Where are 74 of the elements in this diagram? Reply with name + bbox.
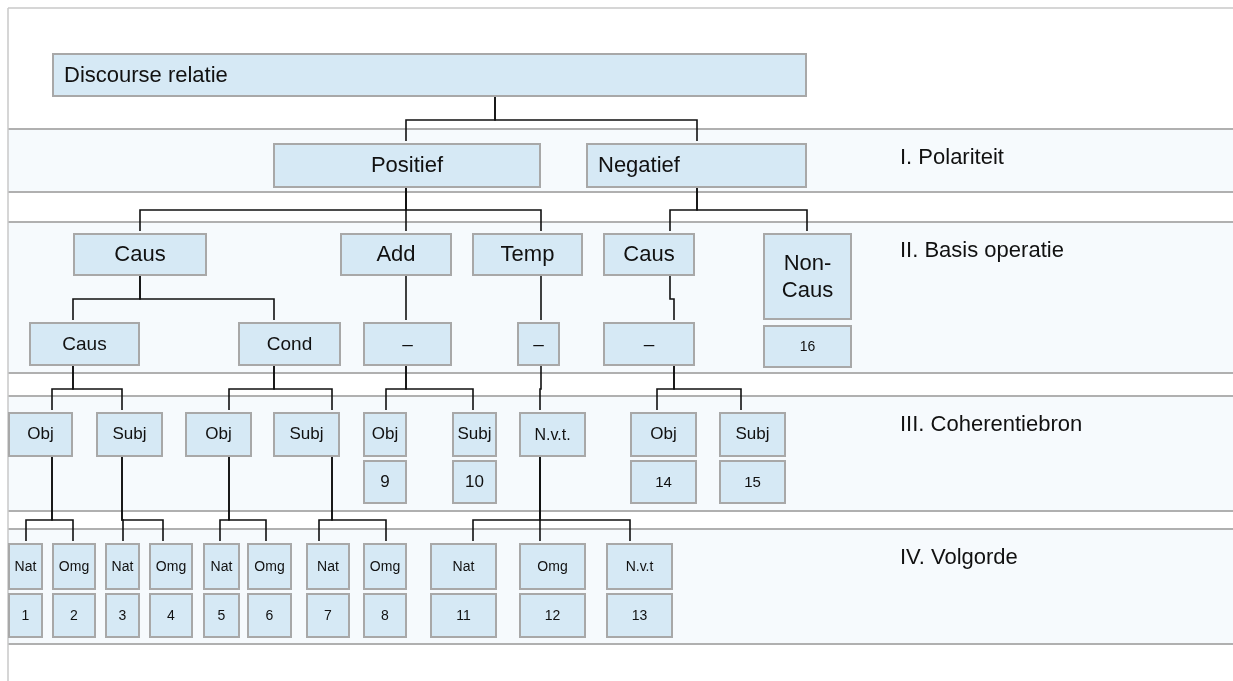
category-box: 16 [763,325,852,368]
category-box: Temp [472,233,583,276]
category-box: 15 [719,460,786,504]
category-box: 5 [203,593,240,638]
category-box: – [603,322,695,366]
category-box: 4 [149,593,193,638]
category-box: Cond [238,322,341,366]
level-band [8,128,1233,193]
level-label: III. Coherentiebron [900,411,1083,437]
connector-line [405,273,407,321]
category-box: Obj [8,412,73,457]
category-box: Obj [363,412,407,457]
category-box: 6 [247,593,292,638]
connector-line [539,454,631,542]
category-box: Omg [247,543,292,590]
connector-line [51,454,74,542]
connector-line [121,454,164,542]
category-box: Obj [630,412,697,457]
category-box: Omg [363,543,407,590]
connector-line [273,363,333,411]
connector-line [228,454,267,542]
connector-line [494,96,698,142]
category-box: 2 [52,593,96,638]
connector-line [331,454,387,542]
connector-line [540,273,542,321]
category-box: 1 [8,593,43,638]
category-box: 9 [363,460,407,504]
category-box: Negatief [586,143,807,188]
connector-line [405,185,542,232]
category-box: Add [340,233,452,276]
category-box: Caus [29,322,140,366]
category-box: – [363,322,452,366]
category-box: Nat [203,543,240,590]
category-box: Caus [603,233,695,276]
category-box: 13 [606,593,673,638]
category-box: Subj [273,412,340,457]
category-box: Subj [452,412,497,457]
category-box: 14 [630,460,697,504]
category-box: 8 [363,593,407,638]
category-box: Subj [96,412,163,457]
category-box: 11 [430,593,497,638]
level-band [8,528,1233,645]
category-box: 12 [519,593,586,638]
connector-line [669,273,675,321]
level-band [8,221,1233,374]
category-box: 7 [306,593,350,638]
category-box: Nat [105,543,140,590]
category-box: Non-Caus [763,233,852,320]
category-box: Nat [430,543,497,590]
category-box: N.v.t [606,543,673,590]
category-box: N.v.t. [519,412,586,457]
category-box: Nat [306,543,350,590]
category-box: Omg [149,543,193,590]
category-box: – [517,322,560,366]
category-box: Caus [73,233,207,276]
connector-line [405,363,474,411]
connector-line [139,273,275,321]
category-box: 10 [452,460,497,504]
category-box: Obj [185,412,252,457]
connector-line [539,363,542,411]
level-label: II. Basis operatie [900,237,1064,263]
category-box: Omg [519,543,586,590]
connector-line [696,185,808,232]
level-band [8,395,1233,512]
level-label: IV. Volgorde [900,544,1018,570]
category-box: Discourse relatie [52,53,807,97]
connector-line [673,363,742,411]
category-box: 3 [105,593,140,638]
category-box: Omg [52,543,96,590]
connector-line [72,363,123,411]
category-box: Positief [273,143,541,188]
category-box: Subj [719,412,786,457]
category-box: Nat [8,543,43,590]
level-label: I. Polariteit [900,144,1004,170]
